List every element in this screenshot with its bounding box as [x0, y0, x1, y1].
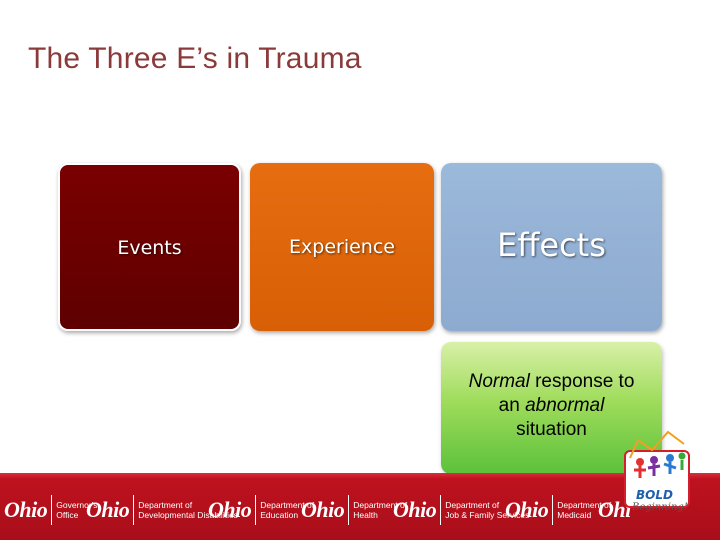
agency-divider: [133, 495, 135, 525]
experience-box: Experience: [250, 163, 434, 331]
normal-response-text: Normal response to an abnormal situation: [441, 370, 662, 442]
normal-text-2: an: [498, 395, 526, 416]
agency-job-family-services: Ohio Department of Job & Family Services: [393, 490, 529, 530]
agency-governors-office: Ohio Governor's Office: [4, 490, 98, 530]
ohio-wordmark: Ohio: [208, 497, 252, 522]
logo-figures-icon: [629, 430, 686, 478]
events-box: Events: [58, 163, 241, 331]
agency-name: Department of Education: [260, 500, 315, 520]
agency-name: Governor's Office: [56, 500, 98, 520]
footer-bar: [0, 473, 720, 540]
ohio-wordmark: Ohio: [301, 497, 345, 522]
agency-education: Ohio Department of Education: [208, 490, 314, 530]
effects-label: Effects: [497, 226, 606, 264]
agency-name: Department of Medicaid: [557, 500, 612, 520]
ohio-wordmark: Ohio: [393, 497, 437, 522]
logo-bold-text: BOLD: [636, 488, 673, 502]
agency-developmental-disabilities: Ohio Department of Developmental Disabil…: [86, 490, 238, 530]
normal-word: Normal: [468, 371, 530, 392]
normal-text-3: situation: [516, 419, 587, 440]
agency-medicaid: Ohio Department of Medicaid: [505, 490, 611, 530]
effects-box: Effects: [441, 163, 662, 331]
agency-divider: [348, 495, 350, 525]
agency-divider: [552, 495, 554, 525]
slide-title: The Three E’s in Trauma: [28, 42, 362, 75]
ohio-wordmark: Ohio: [4, 497, 48, 522]
logo-beginning-text: Beginning!: [632, 502, 688, 513]
agency-divider: [440, 495, 442, 525]
agency-health: Ohio Department of Health: [301, 490, 407, 530]
agency-divider: [255, 495, 257, 525]
normal-text-1: response to: [529, 371, 635, 392]
agency-name: Department of Developmental Disabilities: [138, 500, 238, 520]
ohio-wordmark: Ohio: [86, 497, 130, 522]
abnormal-word: abnormal: [525, 395, 605, 416]
agency-divider: [51, 495, 53, 525]
agency-name: Department of Health: [353, 500, 408, 520]
footer-stripe: [0, 473, 720, 479]
bold-beginning-logo: BOLD Beginning!: [618, 418, 698, 528]
experience-label: Experience: [289, 236, 395, 258]
events-label: Events: [117, 237, 182, 259]
agency-name: Department of Job & Family Services: [445, 500, 530, 520]
ohio-wordmark: Ohio: [505, 497, 549, 522]
normal-response-box: Normal response to an abnormal situation: [441, 342, 662, 474]
